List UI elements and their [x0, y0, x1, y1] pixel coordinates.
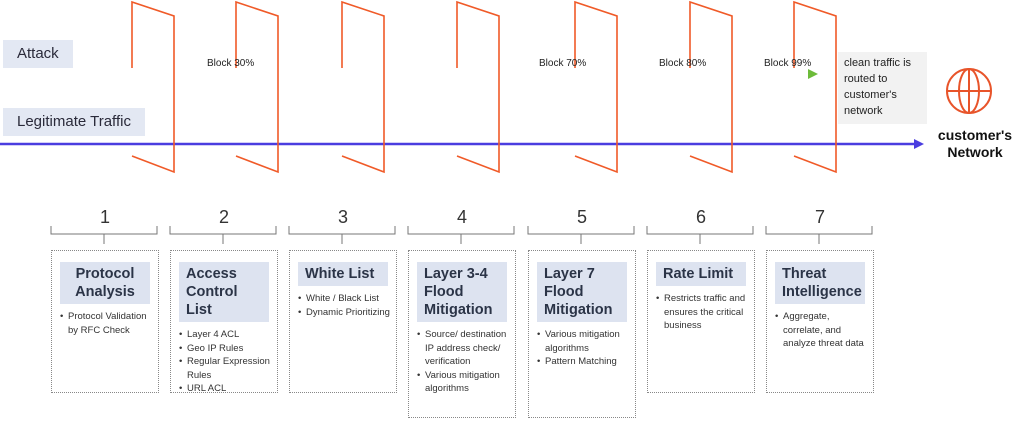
attack-arrowhead: [808, 69, 818, 79]
filter-wall-7: [793, 0, 837, 174]
stage-item: Restricts traffic and ensures the critic…: [656, 292, 750, 333]
stage-items-3: White / Black List Dynamic Prioritizing: [290, 292, 396, 319]
stage-card-6: Rate Limit Restricts traffic and ensures…: [647, 250, 755, 393]
stage-number-3: 3: [337, 207, 348, 227]
legitimate-traffic-label: Legitimate Traffic: [3, 108, 145, 136]
stage-card-4: Layer 3-4 Flood Mitigation Source/ desti…: [408, 250, 516, 418]
stage-items-4: Source/ destination IP address check/ ve…: [409, 328, 515, 396]
filter-wall-2: [235, 0, 279, 174]
stage-number-4: 4: [456, 207, 467, 227]
stage-card-3: White List White / Black List Dynamic Pr…: [289, 250, 397, 393]
block-label-30: Block 30%: [207, 58, 255, 69]
stage-items-1: Protocol Validation by RFC Check: [52, 310, 158, 337]
stage-title-4: Layer 3-4 Flood Mitigation: [417, 262, 507, 322]
stage-item: Various mitigation algorithms: [417, 369, 511, 396]
stage-bracket-4: [407, 226, 515, 244]
globe-icon: [946, 68, 992, 114]
stage-number-5: 5: [576, 207, 587, 227]
filter-wall-3: [341, 0, 385, 174]
stage-title-2: Access Control List: [179, 262, 269, 322]
stage-bracket-7: [765, 226, 873, 244]
stage-item: Regular Expression Rules: [179, 355, 273, 382]
customer-network-title-line2: Network: [947, 144, 1003, 160]
stage-number-7: 7: [814, 207, 825, 227]
stage-item: Pattern Matching: [537, 355, 631, 369]
stage-item: Protocol Validation by RFC Check: [60, 310, 154, 337]
filter-wall-6: [689, 0, 733, 174]
legit-arrowhead: [914, 139, 924, 149]
stage-bracket-1: [50, 226, 158, 244]
attack-label: Attack: [3, 40, 73, 68]
stage-item: Source/ destination IP address check/ ve…: [417, 328, 511, 369]
stage-bracket-6: [646, 226, 754, 244]
stage-title-1: Protocol Analysis: [60, 262, 150, 304]
stage-title-3: White List: [298, 262, 388, 286]
stage-card-5: Layer 7 Flood Mitigation Various mitigat…: [528, 250, 636, 418]
block-label-80: Block 80%: [659, 58, 707, 69]
filter-wall-1: [131, 0, 175, 174]
stage-title-5: Layer 7 Flood Mitigation: [537, 262, 627, 322]
customer-network-title-line1: customer's: [937, 127, 1013, 143]
stage-items-5: Various mitigation algorithms Pattern Ma…: [529, 328, 635, 369]
stage-item: Layer 4 ACL: [179, 328, 273, 342]
stage-card-7: Threat Intelligence Aggregate, correlate…: [766, 250, 874, 393]
stage-bracket-2: [169, 226, 277, 244]
stage-title-6: Rate Limit: [656, 262, 746, 286]
stage-card-2: Access Control List Layer 4 ACL Geo IP R…: [170, 250, 278, 396]
stage-item: Dynamic Prioritizing: [298, 306, 392, 320]
stage-item: Various mitigation algorithms: [537, 328, 631, 355]
stage-item: White / Black List: [298, 292, 392, 306]
stage-card-1: Protocol Analysis Protocol Validation by…: [51, 250, 159, 393]
block-label-99: Block 99%: [764, 58, 812, 69]
stage-number-1: 1: [99, 207, 110, 227]
filter-wall-4: [456, 0, 500, 174]
clean-traffic-note: clean traffic is routed to customer's ne…: [838, 52, 927, 124]
customer-network-title: customer's Network: [925, 127, 1024, 161]
stage-bracket-5: [527, 226, 635, 244]
block-label-70: Block 70%: [539, 58, 587, 69]
stage-item: URL ACL: [179, 382, 273, 396]
stage-number-6: 6: [695, 207, 706, 227]
stage-item: Aggregate, correlate, and analyze threat…: [775, 310, 869, 351]
stage-item: Geo IP Rules: [179, 342, 273, 356]
filter-wall-5: [574, 0, 618, 174]
stage-number-2: 2: [218, 207, 229, 227]
stage-bracket-3: [288, 226, 396, 244]
stage-items-2: Layer 4 ACL Geo IP Rules Regular Express…: [171, 328, 277, 396]
stage-title-7: Threat Intelligence: [775, 262, 865, 304]
stage-items-6: Restricts traffic and ensures the critic…: [648, 292, 754, 333]
stage-items-7: Aggregate, correlate, and analyze threat…: [767, 310, 873, 351]
